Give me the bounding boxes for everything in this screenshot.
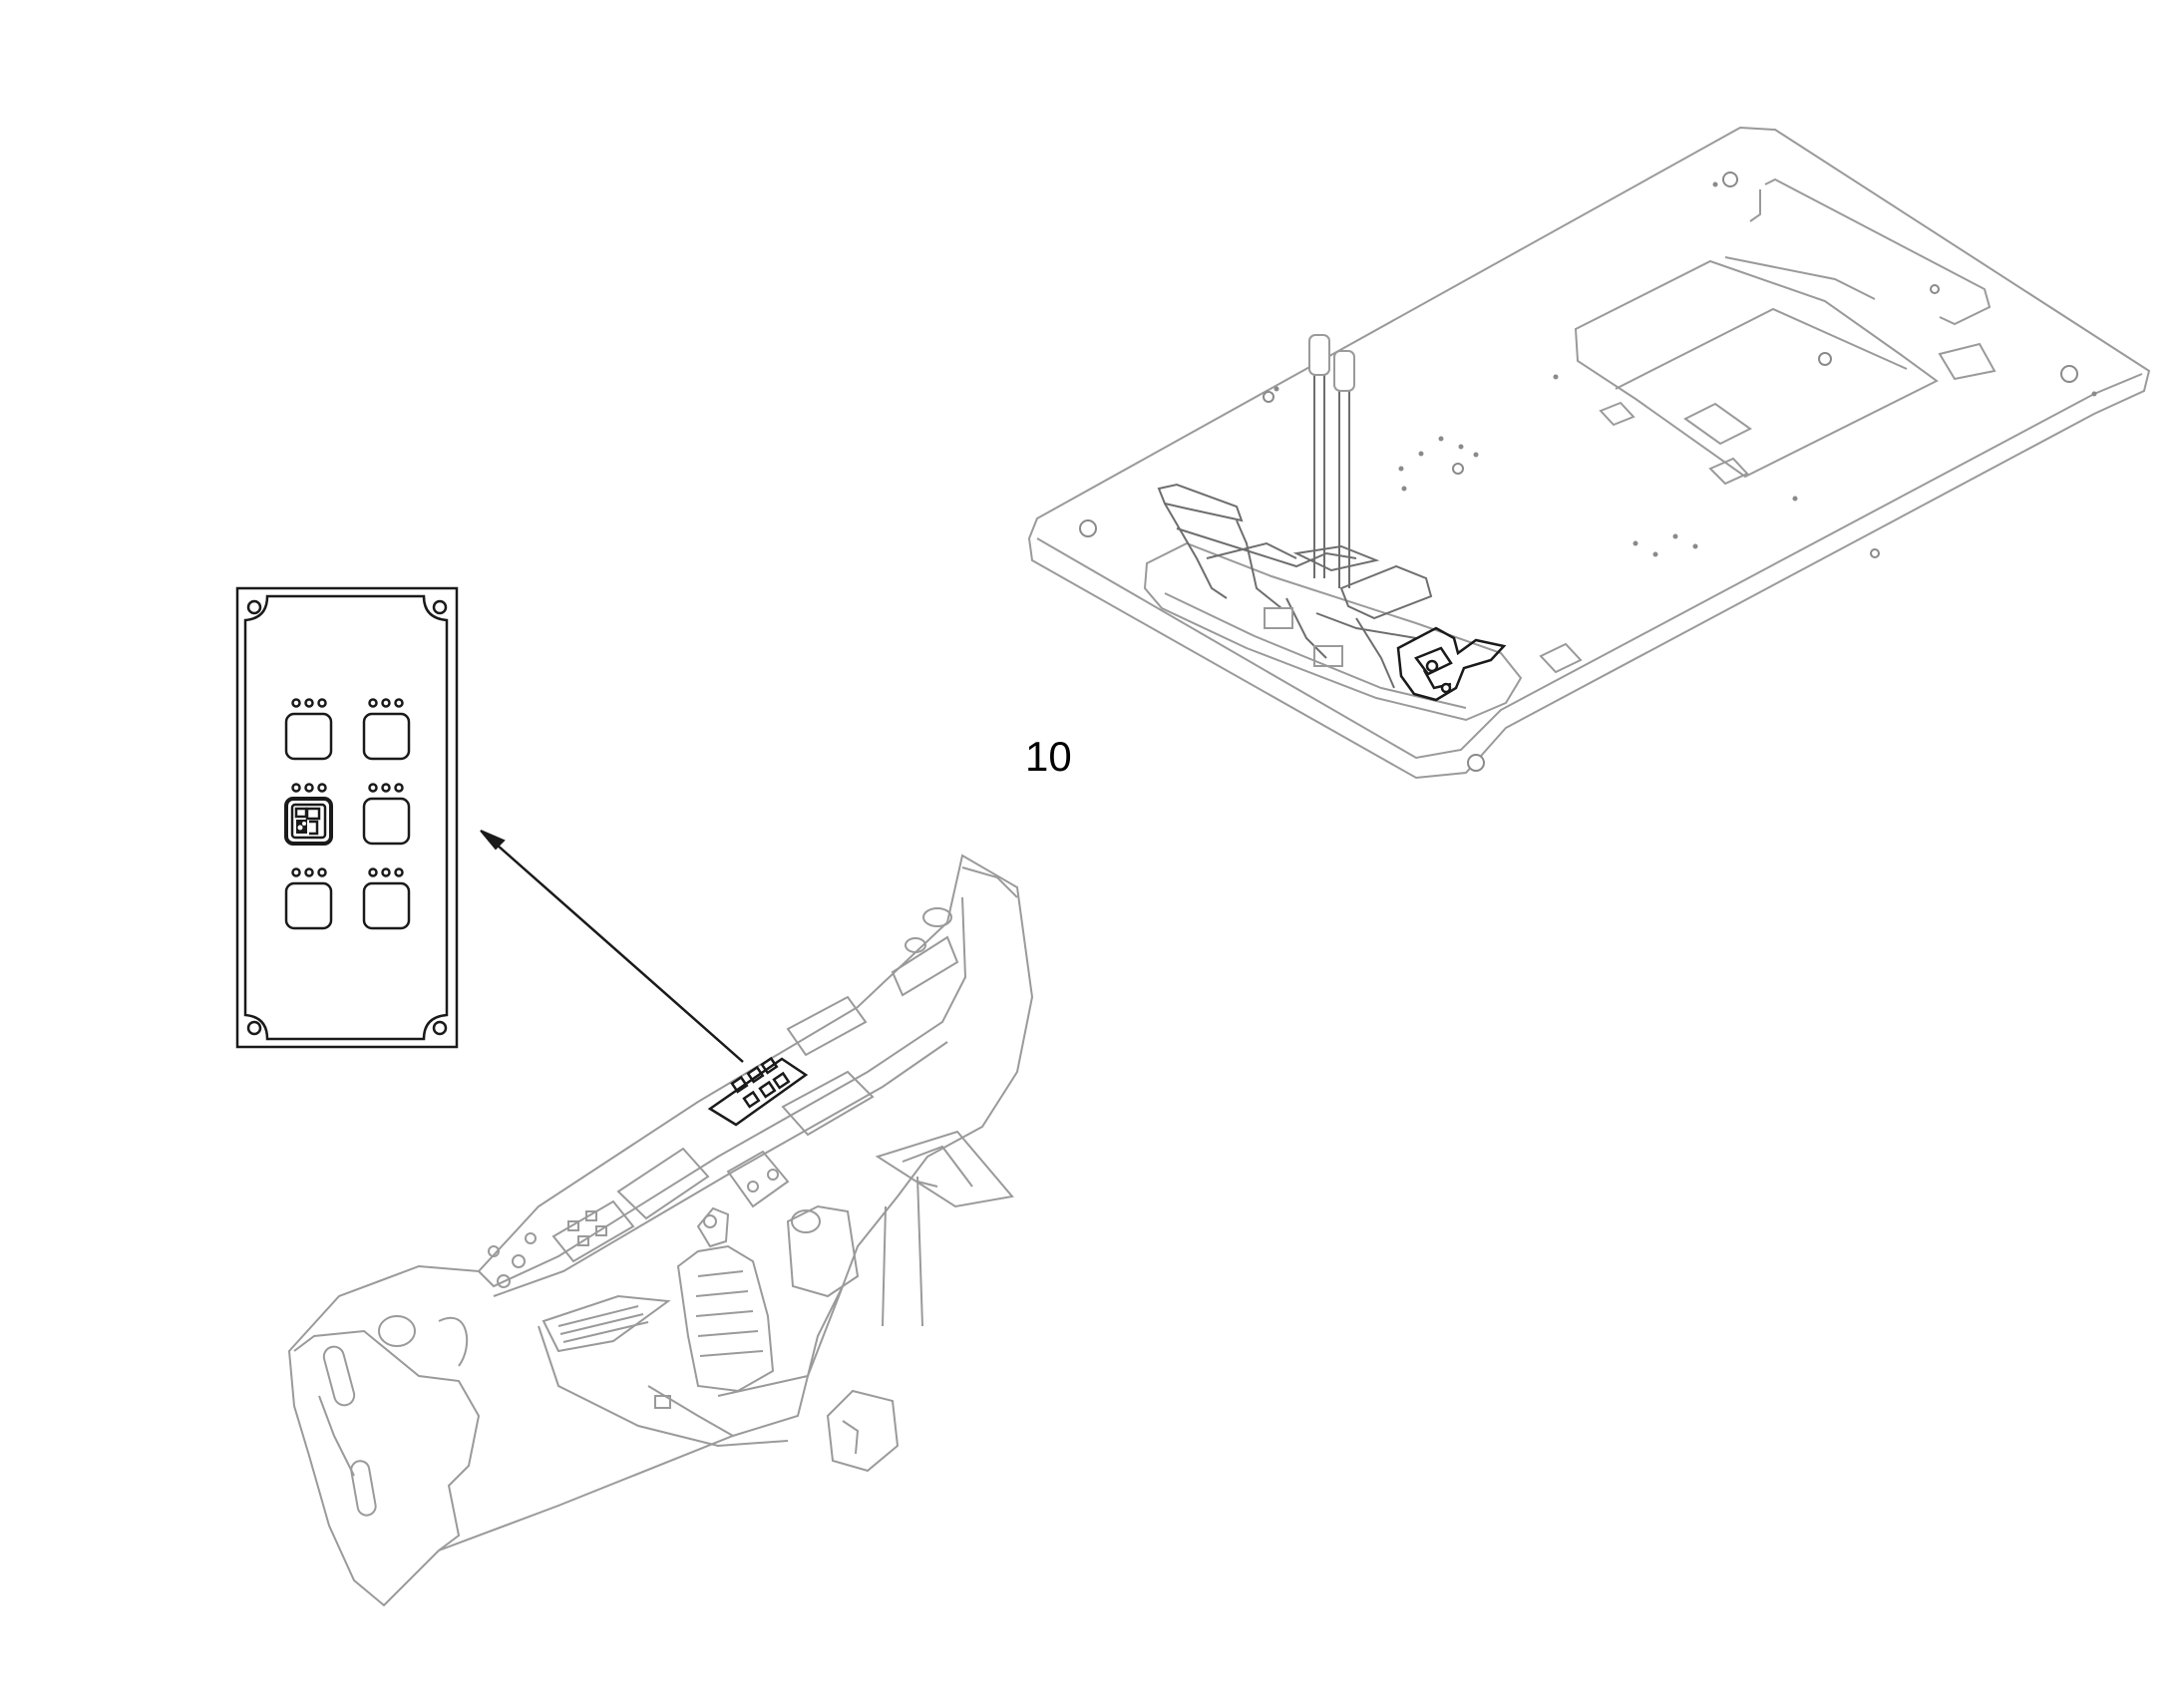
panel-button-r2c1-highlighted [284, 783, 333, 846]
cab-floor-plate [1027, 126, 2151, 780]
panel-button-r3c1 [284, 867, 333, 930]
leader-arrow [480, 830, 744, 1063]
panel-button-r1c1 [284, 698, 333, 761]
panel-button-r1c2 [362, 698, 411, 761]
switch-panel-detail [235, 586, 459, 1049]
panel-button-r2c2 [362, 783, 411, 846]
pedal-lever-assembly [1143, 334, 1523, 722]
callout-number: 10 [1025, 733, 1072, 780]
dashboard-console [287, 854, 1034, 1607]
panel-button-r3c2 [362, 867, 411, 930]
